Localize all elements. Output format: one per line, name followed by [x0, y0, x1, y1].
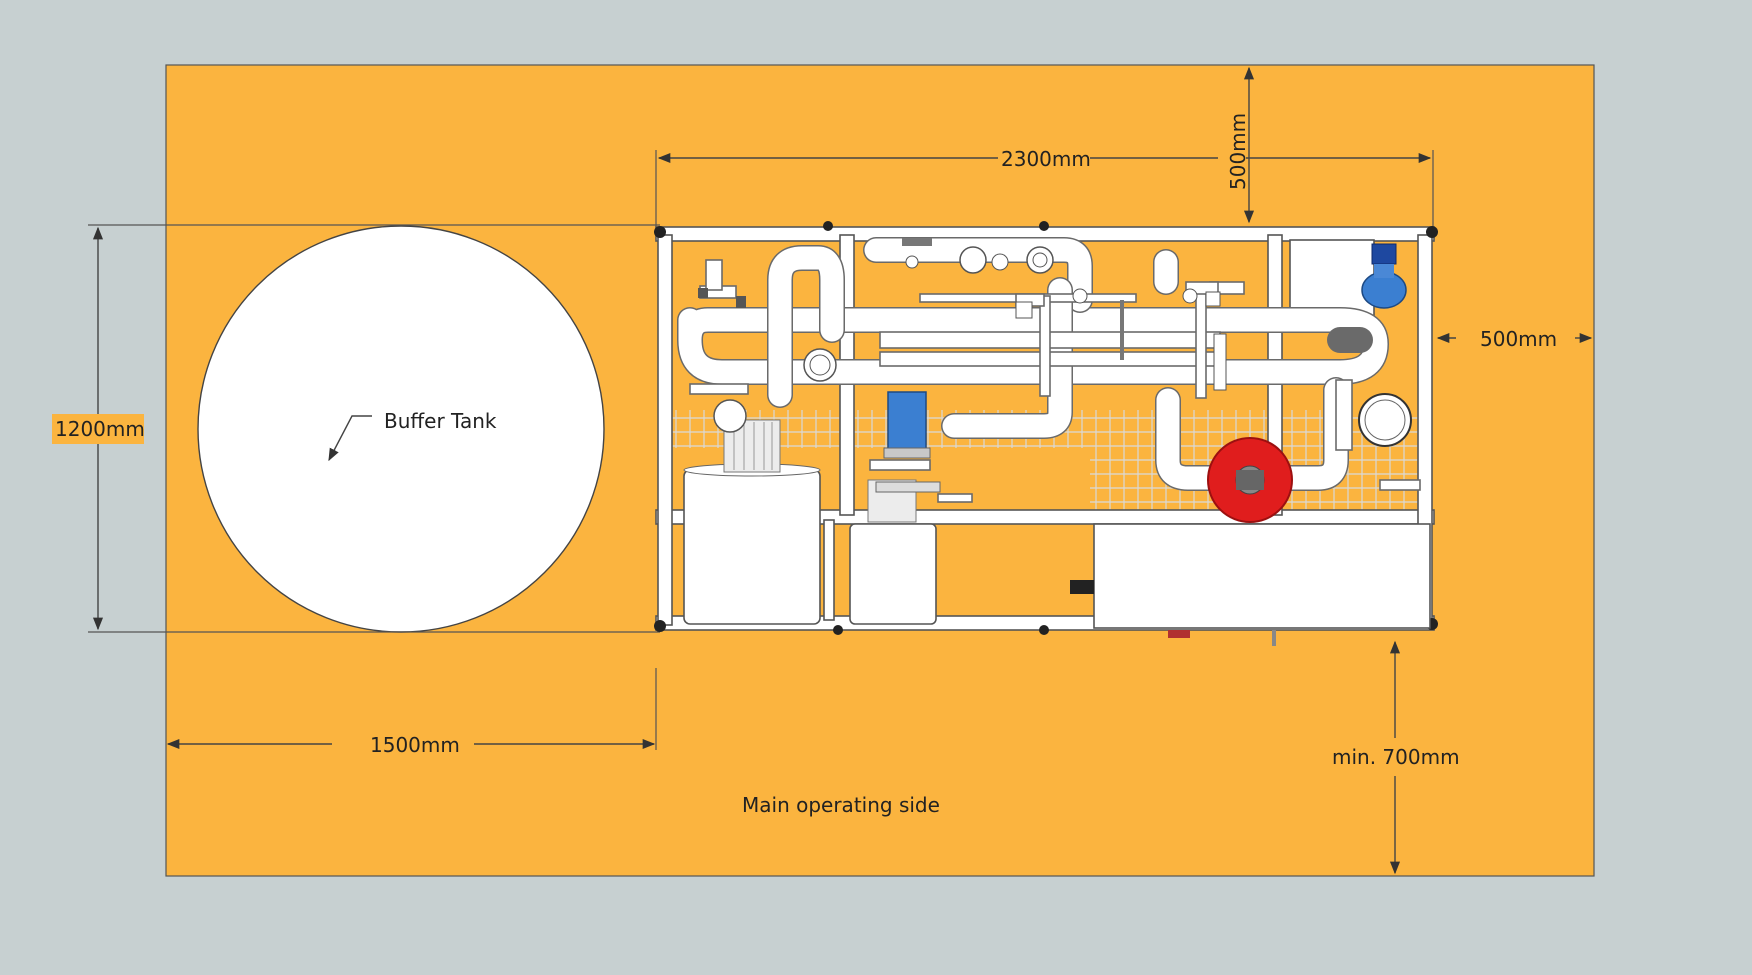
blue-valve-actuator: [1361, 243, 1407, 309]
fittings: [698, 238, 1412, 447]
dimension-label-bg-1200: [52, 414, 144, 444]
red-pump: [1207, 437, 1293, 523]
frame-post-4: [823, 519, 835, 621]
buffer-tank-leader: [328, 415, 372, 462]
dimension-label-2300: 2300mm: [1001, 147, 1091, 171]
cabinet-stud: [1272, 630, 1276, 646]
buffer-tank-label: Buffer Tank: [384, 409, 497, 433]
dimension-label-1500: 1500mm: [370, 733, 460, 757]
process-skid: [654, 221, 1438, 646]
control-cabinet: [1093, 523, 1431, 629]
dimension-label-1200: 1200mm: [55, 417, 145, 441]
dimension-label-bg-500-top: [1218, 112, 1246, 190]
blue-pump: [875, 391, 941, 493]
dimension-label-500-top: 500mm: [1226, 113, 1250, 190]
cabinet-handle: [1070, 580, 1094, 594]
cabinet-red-plug: [1168, 630, 1190, 638]
dimension-label-700: min. 700mm: [1332, 745, 1460, 769]
heater-tank-large: [683, 419, 821, 625]
frame-left-post: [657, 234, 673, 626]
operating-side-label: Main operating side: [742, 793, 940, 817]
heater-tank-small: [849, 479, 937, 625]
dimension-label-bg-2300: [998, 144, 1090, 172]
dimension-label-500-right: 500mm: [1480, 327, 1557, 351]
